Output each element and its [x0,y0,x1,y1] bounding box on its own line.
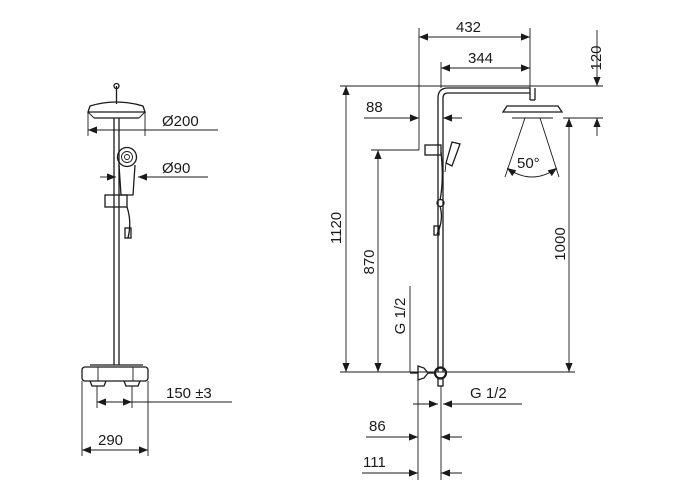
side-thermostat-knob [433,366,448,380]
side-arm-top [437,87,530,99]
dim-inlet-vertical: G 1/2 [392,298,409,335]
front-hand-shower-handle [118,164,136,196]
front-hand-shower-face [116,146,138,168]
dim-depth-111: 111 [363,454,386,471]
dim-spray-angle: 50° [517,155,540,172]
side-hose-upper [439,151,443,201]
front-view: Ø200 Ø90 150 ±3 290 [81,82,232,456]
spray-arc [506,167,558,178]
front-hose [126,206,131,239]
side-inlet-nut [417,365,429,381]
side-holder-clamp [424,144,442,156]
dim-holder-height: 870 [361,249,378,274]
side-arm-bottom [442,92,530,99]
spray-right [539,117,560,178]
front-slide-holder [104,194,128,208]
side-rain-head [501,105,564,113]
dim-arm-reach: 432 [456,19,481,36]
dim-top-height: 120 [588,45,605,70]
side-hand-shower [445,141,461,167]
side-hose-lower [436,205,443,235]
dim-offset-88: 88 [366,99,383,116]
dim-width: 290 [98,432,123,449]
spray-left [504,117,526,178]
front-rain-head [87,101,146,113]
dim-head-height: 1000 [552,227,569,260]
side-view: 50° 432 344 120 88 [328,19,605,480]
dim-total-height: 1120 [328,212,345,244]
dim-inlet-horizontal: G 1/2 [470,385,507,402]
dim-head-diameter: Ø200 [162,113,199,130]
dim-hand-diameter: Ø90 [162,160,190,177]
front-head-knob [113,82,120,90]
dim-arm-length: 344 [468,50,493,67]
dim-spacing: 150 ±3 [166,385,212,402]
dim-depth-86: 86 [369,418,386,435]
front-thermostat-body [81,366,149,382]
